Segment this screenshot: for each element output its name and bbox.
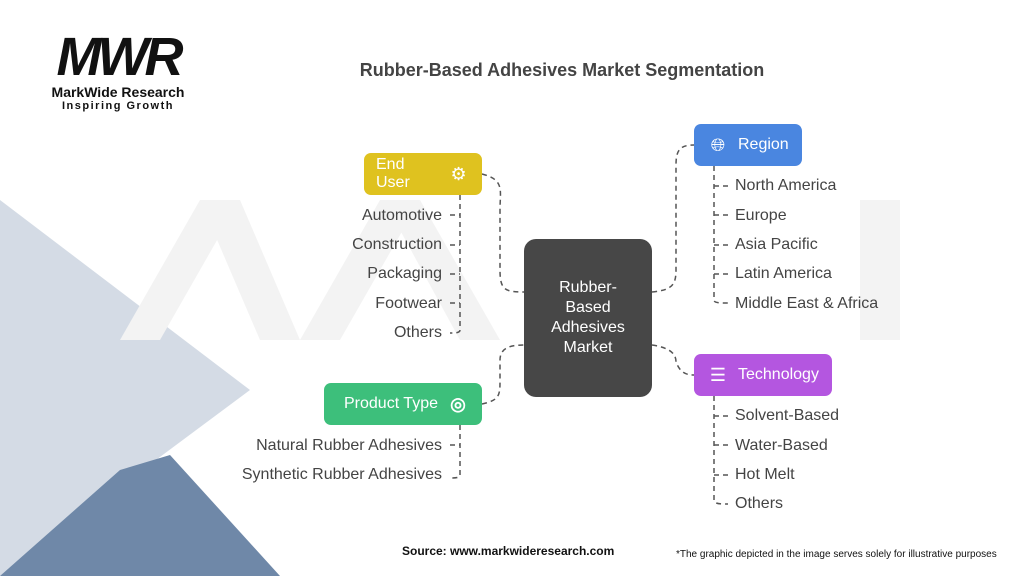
tape-roll-icon: ◎ <box>450 393 466 414</box>
category-label: Product Type <box>344 395 438 412</box>
category-label: Region <box>738 136 789 153</box>
globe-icon: 🌐︎ <box>710 134 726 155</box>
center-label: Rubber-Based Adhesives Market <box>551 279 625 356</box>
logo-tagline: Inspiring Growth <box>62 100 174 112</box>
list-item: Solvent-Based <box>735 407 840 424</box>
category-region: 🌐︎ Region <box>694 124 802 166</box>
list-item: Construction <box>352 236 442 253</box>
layers-icon: ☰ <box>709 364 727 385</box>
list-item: Footwear <box>375 295 442 312</box>
list-item: Hot Melt <box>735 466 795 483</box>
list-item: Middle East & Africa <box>735 295 879 312</box>
category-end-user: End User ⚙ <box>364 153 482 195</box>
category-label: Technology <box>738 366 819 383</box>
list-item: Latin America <box>735 265 832 282</box>
category-label: End User <box>376 156 410 191</box>
watermark-shapes <box>120 200 900 340</box>
logo-name: MarkWide Research <box>51 84 185 100</box>
list-item: Synthetic Rubber Adhesives <box>241 466 442 483</box>
page-title: Rubber-Based Adhesives Market Segmentati… <box>359 60 765 80</box>
conveyor-robot-icon: ⚙ <box>450 163 467 184</box>
disclaimer-text: *The graphic depicted in the image serve… <box>676 549 997 560</box>
logo-mark: MWR <box>56 27 184 87</box>
list-item: Packaging <box>367 265 442 282</box>
list-item: North America <box>735 177 837 194</box>
logo: MWR MarkWide Research Inspiring Growth <box>38 30 198 112</box>
list-item: Asia Pacific <box>735 236 818 253</box>
category-product-type: Product Type ◎ <box>324 383 482 425</box>
category-technology: ☰ Technology <box>694 354 832 396</box>
list-item: Natural Rubber Adhesives <box>256 437 442 454</box>
list-item: Others <box>735 495 784 512</box>
list-item: Automotive <box>361 207 442 224</box>
list-item: Europe <box>735 207 787 224</box>
list-item: Others <box>393 324 442 341</box>
list-item: Water-Based <box>735 437 828 454</box>
source-text: Source: www.markwideresearch.com <box>402 544 615 558</box>
center-node: Rubber-Based Adhesives Market <box>524 239 652 397</box>
